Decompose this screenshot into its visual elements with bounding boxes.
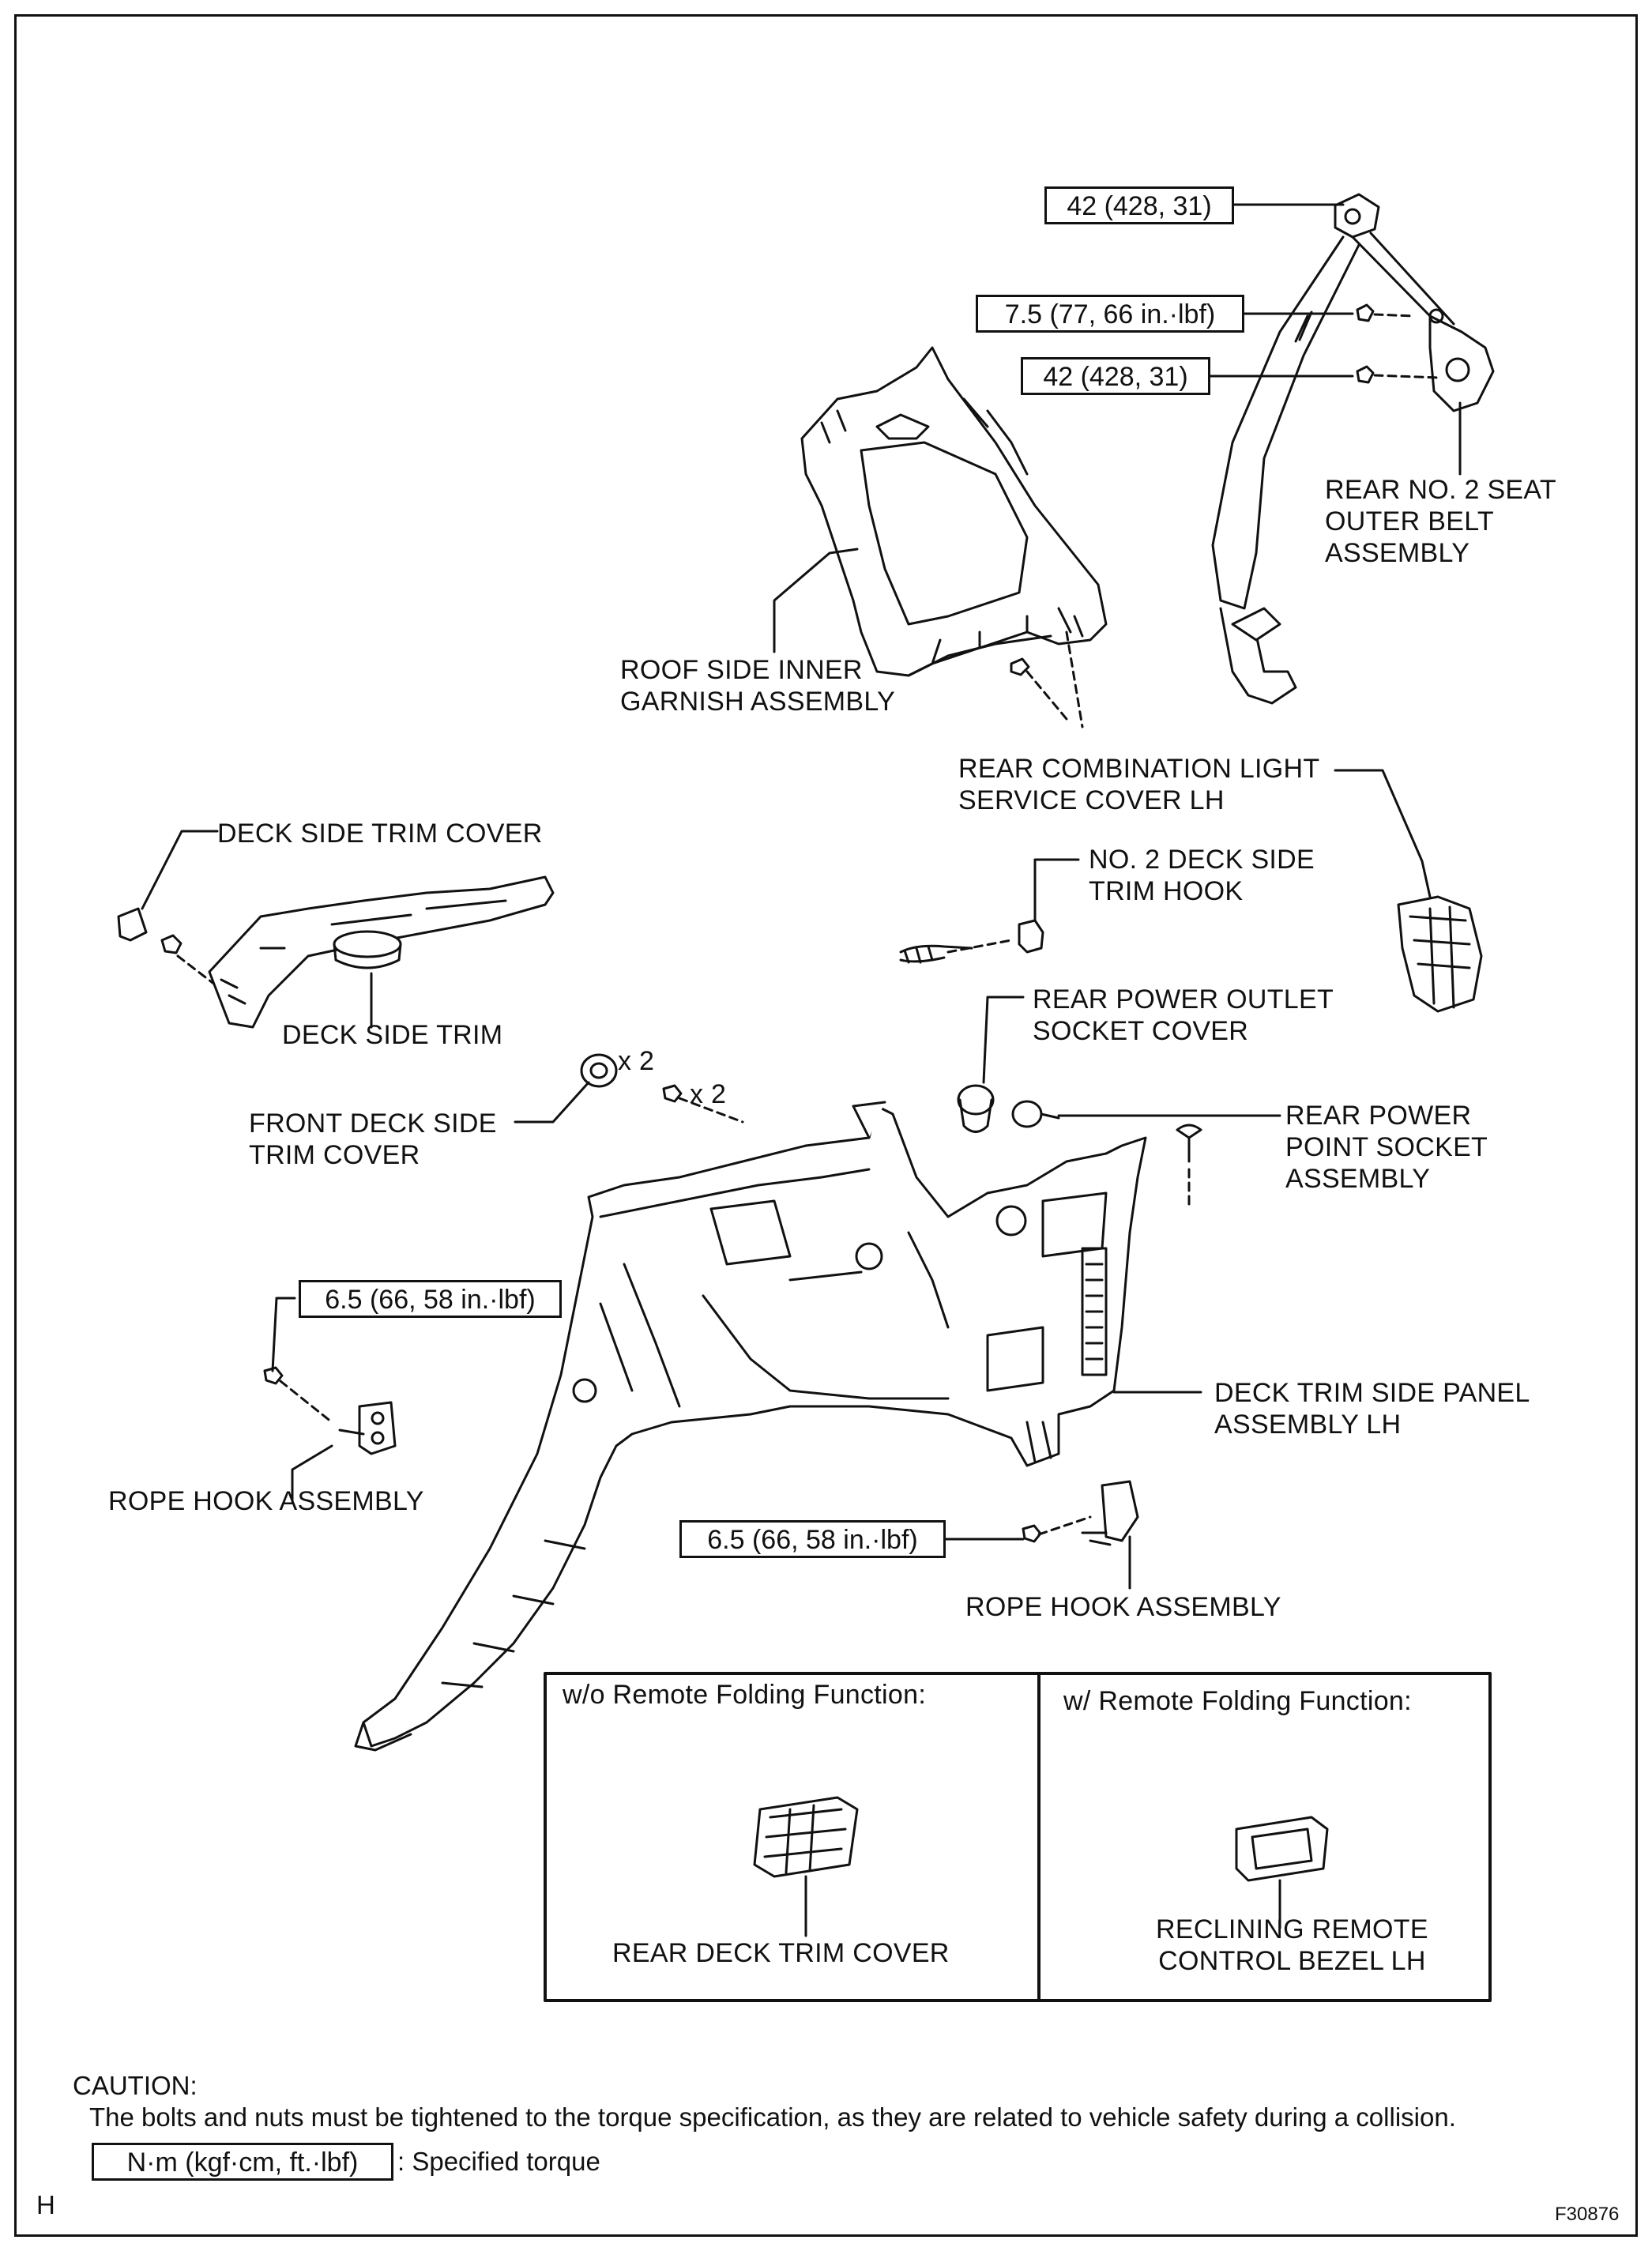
- label-front-deck-cover: FRONT DECK SIDE TRIM COVER: [249, 1109, 497, 1170]
- caution-text: The bolts and nuts must be tightened to …: [89, 2102, 1456, 2132]
- footer-left-mark: H: [36, 2190, 55, 2219]
- torque-rope-hook-left: 6.5 (66, 58 in.·lbf): [299, 1280, 562, 1318]
- torque-legend-box: N·m (kgf·cm, ft.·lbf): [92, 2143, 393, 2181]
- torque-legend-text: : Specified torque: [397, 2147, 600, 2176]
- rope-hook-right-drawing: [1022, 1480, 1139, 1546]
- label-deck-side-trim-cover: DECK SIDE TRIM COVER: [217, 819, 543, 849]
- label-rcl-cover: REAR COMBINATION LIGHT SERVICE COVER LH: [958, 754, 1320, 815]
- torque-belt-mid: 7.5 (77, 66 in.·lbf): [976, 295, 1244, 333]
- deck-side-trim-drawing: [117, 875, 555, 1029]
- roof-garnish-drawing: [800, 346, 1108, 728]
- label-deck-panel: DECK TRIM SIDE PANEL ASSEMBLY LH: [1214, 1378, 1530, 1440]
- deck-panel-drawing: [354, 1101, 1147, 1752]
- no2-hook-drawing: [899, 919, 1044, 964]
- front-deck-cover-drawing: [580, 1053, 744, 1124]
- label-x2-screws: x 2: [690, 1079, 727, 1109]
- label-reclining-bezel: RECLINING REMOTE CONTROL BEZEL LH: [1156, 1914, 1428, 1976]
- label-x2-covers: x 2: [618, 1046, 655, 1076]
- label-deck-side-trim: DECK SIDE TRIM: [282, 1020, 503, 1050]
- belt-bolts: [1356, 303, 1439, 384]
- rcl-cover-drawing: [1397, 895, 1483, 1013]
- label-rear-deck-trim-cover: REAR DECK TRIM COVER: [612, 1938, 950, 1968]
- label-rope-hook-right: ROPE HOOK ASSEMBLY: [965, 1592, 1281, 1622]
- label-no2-hook: NO. 2 DECK SIDE TRIM HOOK: [1089, 845, 1315, 906]
- inset-title-with-remote: w/ Remote Folding Function:: [1063, 1686, 1412, 1716]
- torque-top: 42 (428, 31): [1044, 186, 1234, 224]
- label-roof-garnish: ROOF SIDE INNER GARNISH ASSEMBLY: [620, 655, 896, 717]
- torque-belt-lower: 42 (428, 31): [1021, 357, 1210, 395]
- label-seat-belt: REAR NO. 2 SEAT OUTER BELT ASSEMBLY: [1325, 475, 1556, 568]
- variant-inset-box: [544, 1672, 1492, 2002]
- footer-figure-id: F30876: [1555, 2204, 1620, 2225]
- inset-title-without-remote: w/o Remote Folding Function:: [563, 1680, 927, 1710]
- caution-title: CAUTION:: [73, 2071, 198, 2100]
- label-rope-hook-left: ROPE HOOK ASSEMBLY: [108, 1486, 424, 1516]
- rope-hook-left-drawing: [263, 1366, 397, 1455]
- label-outlet-cover: REAR POWER OUTLET SOCKET COVER: [1033, 984, 1334, 1046]
- diagram-frame: [14, 14, 1638, 2237]
- torque-rope-hook-right: 6.5 (66, 58 in.·lbf): [679, 1520, 946, 1558]
- power-outlet-drawing: [957, 1084, 1060, 1133]
- label-power-socket: REAR POWER POINT SOCKET ASSEMBLY: [1285, 1101, 1488, 1194]
- seat-belt-drawing: [1211, 193, 1495, 705]
